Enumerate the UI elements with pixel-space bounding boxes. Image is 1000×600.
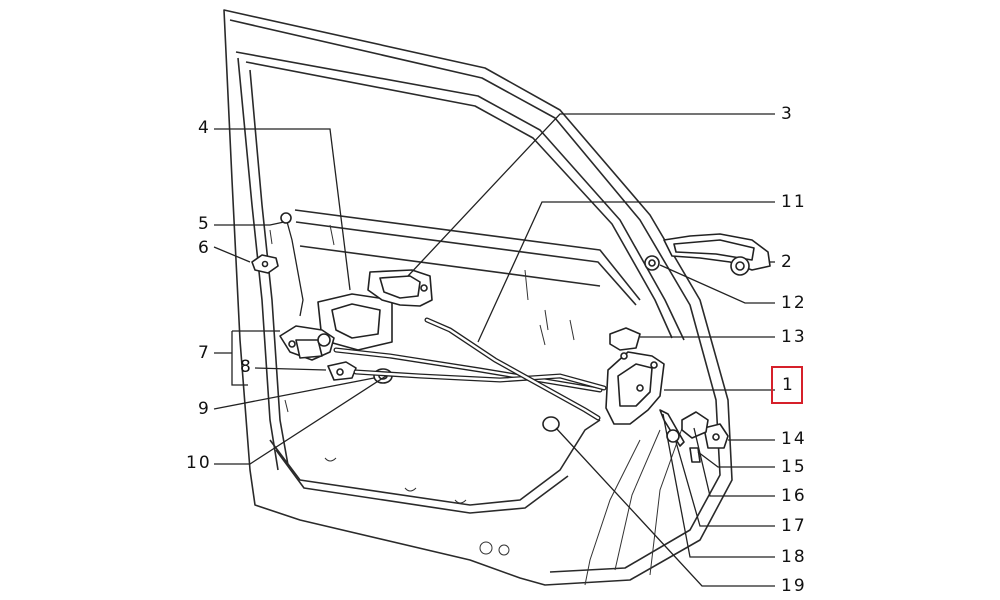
callout-16: 16 <box>781 486 807 506</box>
part-6-clip <box>251 254 279 274</box>
leader-19 <box>555 427 775 587</box>
part-2-outer-handle <box>663 233 771 276</box>
callout-19: 19 <box>781 576 807 596</box>
callout-15: 15 <box>781 457 807 477</box>
leader-4 <box>214 128 351 291</box>
leader-3 <box>407 113 775 277</box>
part-15-16-striker <box>681 411 709 439</box>
leader-12 <box>659 264 775 304</box>
leader-17 <box>675 441 775 527</box>
callout-9: 9 <box>198 399 211 419</box>
part-4-handle-bezel <box>317 293 393 351</box>
leader-7-bracket <box>231 331 248 386</box>
callout-4: 4 <box>198 118 211 138</box>
callout-11: 11 <box>781 192 807 212</box>
part-7-lock-actuator <box>279 325 335 361</box>
callout-5: 5 <box>198 214 211 234</box>
callout-14: 14 <box>781 429 807 449</box>
part-1-door-lock <box>605 351 665 425</box>
leader-8 <box>254 367 327 371</box>
callout-1: 1 <box>782 375 795 395</box>
callout-18: 18 <box>781 547 807 567</box>
leader-10 <box>214 375 387 465</box>
callout-6: 6 <box>198 238 211 258</box>
highlight-box-1 <box>771 366 803 404</box>
leader-11 <box>477 201 775 343</box>
callout-8: 8 <box>240 357 253 377</box>
leader-16 <box>693 427 775 497</box>
callout-3: 3 <box>781 104 794 124</box>
part-3-inner-handle <box>367 269 433 307</box>
callout-17: 17 <box>781 516 807 536</box>
callout-7: 7 <box>198 343 211 363</box>
part-13-bracket <box>609 327 641 351</box>
rod-5 <box>280 212 304 317</box>
leader-18 <box>662 413 775 558</box>
door-frame <box>223 9 733 586</box>
part-19-plug <box>542 416 560 432</box>
callout-13: 13 <box>781 327 807 347</box>
callout-10: 10 <box>186 453 212 473</box>
part-12-grommet <box>644 255 660 271</box>
control-rods <box>333 317 607 421</box>
leader-lines <box>213 113 775 587</box>
callout-2: 2 <box>781 252 794 272</box>
part-8-rod-clip <box>327 361 357 381</box>
leader-9 <box>213 377 375 410</box>
leader-6 <box>213 246 251 263</box>
leader-5 <box>214 221 285 226</box>
leader-15 <box>697 451 775 468</box>
part-14-striker-plate <box>703 423 729 449</box>
callout-12: 12 <box>781 293 807 313</box>
